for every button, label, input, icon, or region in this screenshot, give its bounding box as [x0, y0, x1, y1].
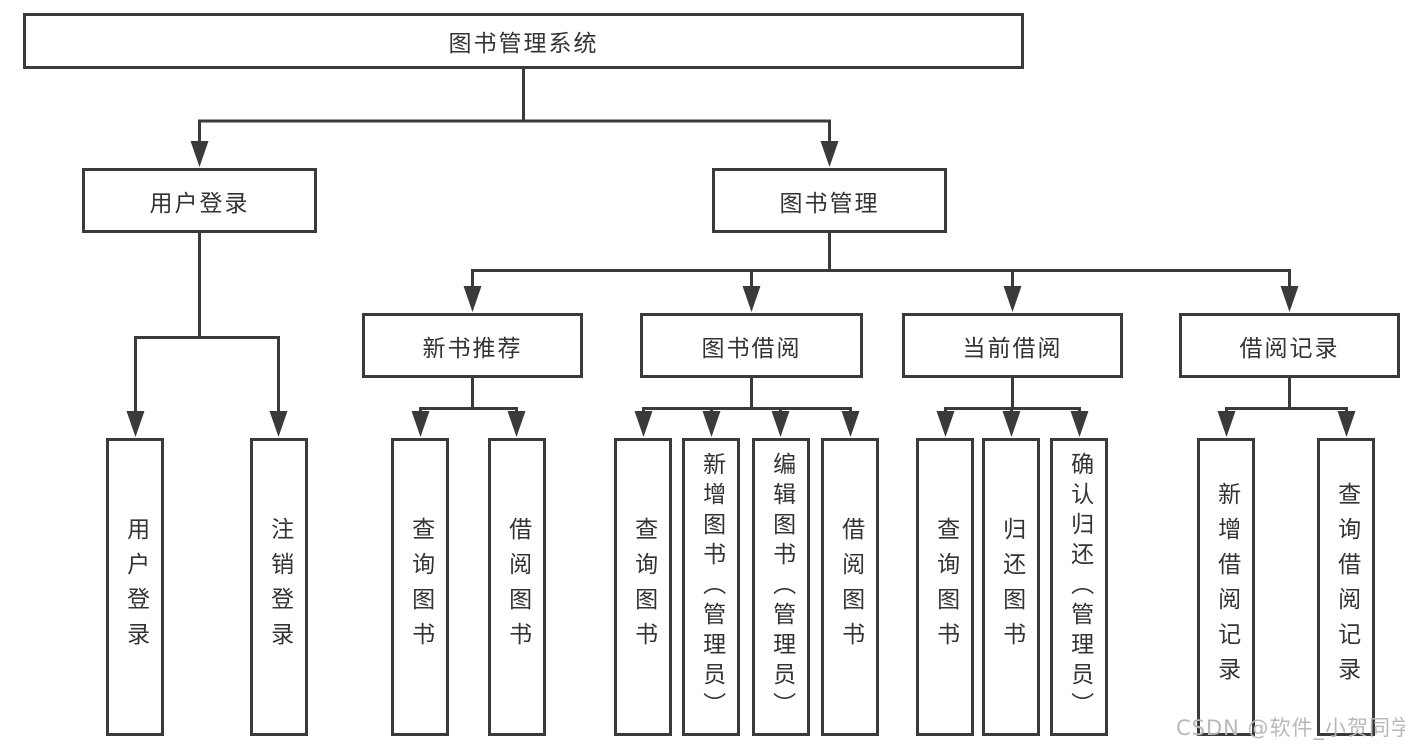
leaf-confirm-return-admin: 确认归还（管理员） [1050, 438, 1108, 736]
leaf-query-books-recommend: 查询图书 [391, 438, 449, 736]
leaf-label: 用户登录 [122, 517, 149, 657]
node-current-borrowing: 当前借阅 [902, 313, 1123, 378]
node-book-borrowing: 图书借阅 [640, 313, 863, 378]
arrowheads [126, 141, 1356, 437]
leaf-borrow-books: 借阅图书 [821, 438, 879, 736]
node-book-management: 图书管理 [712, 168, 947, 233]
csdn-watermark: CSDN @软件_小贺同学 [1176, 716, 1405, 740]
leaf-label: 借阅图书 [504, 517, 531, 657]
leaf-label: 编辑图书（管理员） [768, 452, 795, 722]
leaf-query-books-current: 查询图书 [916, 438, 974, 736]
leaf-label: 查询图书 [407, 517, 434, 657]
leaf-user-login: 用户登录 [106, 438, 164, 736]
node-borrowing-records: 借阅记录 [1179, 313, 1400, 378]
leaf-edit-book-admin: 编辑图书（管理员） [752, 438, 810, 736]
leaf-label: 新增图书（管理员） [698, 452, 725, 722]
leaf-query-borrow-record: 查询借阅记录 [1317, 438, 1375, 736]
leaf-logout: 注销登录 [250, 438, 308, 736]
leaf-label: 注销登录 [266, 517, 293, 657]
leaf-borrow-books-recommend: 借阅图书 [488, 438, 546, 736]
leaf-add-borrow-record: 新增借阅记录 [1197, 438, 1255, 736]
leaf-label: 查询借阅记录 [1333, 482, 1360, 692]
node-new-book-recommendation: 新书推荐 [362, 313, 583, 378]
leaf-label: 查询图书 [630, 517, 657, 657]
node-root: 图书管理系统 [23, 13, 1024, 69]
leaf-label: 查询图书 [932, 517, 959, 657]
leaf-label: 借阅图书 [837, 517, 864, 657]
node-user-login: 用户登录 [82, 168, 317, 233]
leaf-add-book-admin: 新增图书（管理员） [682, 438, 740, 736]
leaf-label: 新增借阅记录 [1213, 482, 1240, 692]
leaf-label: 确认归还（管理员） [1066, 452, 1093, 722]
leaf-return-book: 归还图书 [982, 438, 1040, 736]
leaf-query-books-borrow: 查询图书 [614, 438, 672, 736]
leaf-label: 归还图书 [998, 517, 1025, 657]
